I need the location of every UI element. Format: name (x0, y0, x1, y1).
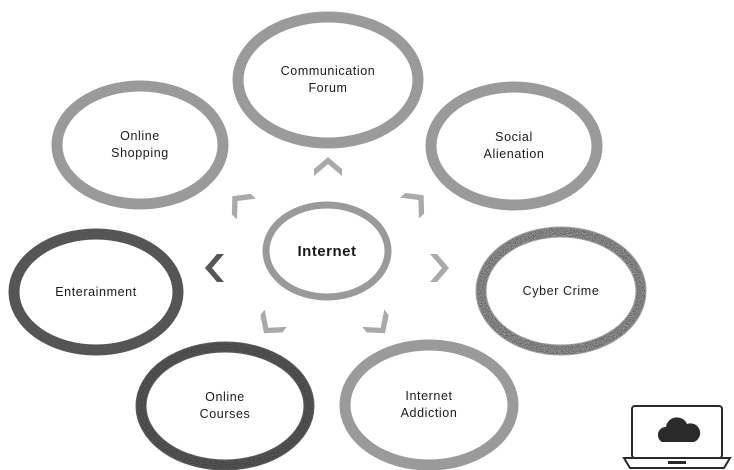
node-enterainment-ring (8, 228, 184, 356)
node-internet-addiction-label-line: Addiction (400, 406, 458, 420)
node-internet-addiction-label-line: Internet (405, 389, 453, 403)
node-online-shopping-label-line: Shopping (111, 146, 169, 160)
node-cyber-crime-label-line: Cyber Crime (522, 283, 600, 298)
arrow-up-left-icon (231, 193, 256, 220)
arrow-up-icon (314, 157, 342, 176)
laptop-cloud-icon (622, 405, 732, 469)
node-enterainment-label: Enterainment (14, 234, 178, 350)
node-cyber-crime-label: Cyber Crime (481, 232, 641, 350)
node-enterainment-label-line: Enterainment (55, 284, 137, 299)
center-node-label-line: Internet (297, 242, 357, 260)
arrow-down-left-icon (260, 309, 287, 334)
arrow-up-right-icon (400, 192, 425, 219)
node-online-shopping-ring (51, 80, 229, 210)
node-online-courses-ring-texture (136, 342, 314, 470)
node-online-shopping-label-line: Online (120, 129, 160, 143)
center-node-label: Internet (266, 205, 388, 297)
center-node-ring (262, 201, 392, 301)
node-social-alienation-label-line: Social (495, 130, 533, 144)
arrow-right-icon (430, 254, 449, 282)
node-communication-forum-ring (232, 11, 424, 149)
node-internet-addiction-ring (339, 339, 519, 470)
arrow-down-right-icon (362, 309, 389, 334)
node-cyber-crime-ring-texture (476, 227, 646, 355)
node-online-courses-label-line: Courses (199, 407, 251, 421)
node-social-alienation-label-line: Alienation (483, 147, 545, 161)
node-social-alienation-ring (425, 81, 603, 211)
arrow-left-icon (205, 254, 224, 282)
node-online-courses-label-line: Online (205, 390, 245, 404)
node-communication-forum-label-line: Communication (280, 64, 376, 78)
node-communication-forum-label-line: Forum (308, 81, 348, 95)
